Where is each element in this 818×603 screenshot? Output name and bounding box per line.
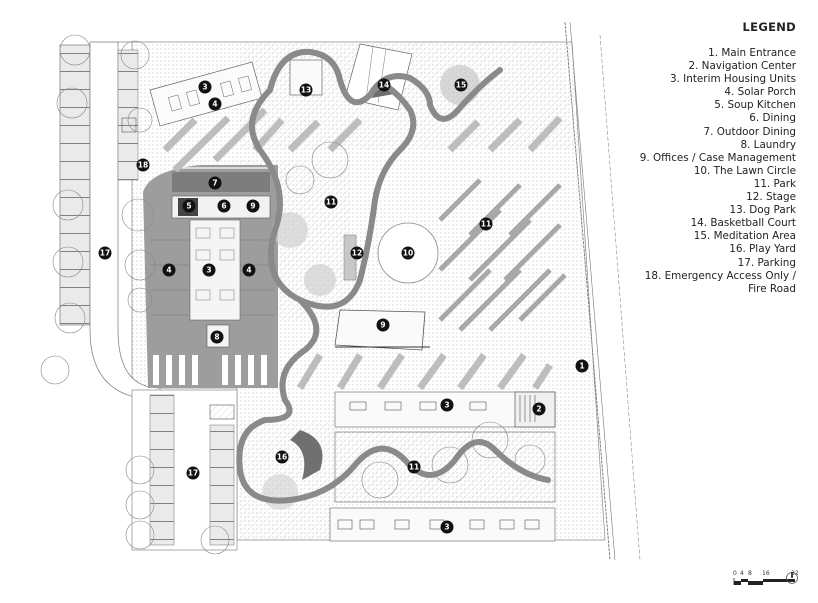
svg-text:4: 4 <box>166 266 171 275</box>
plan-marker-15: 15 <box>454 78 468 92</box>
svg-text:17: 17 <box>100 249 110 258</box>
parking-lot-south <box>131 389 238 551</box>
legend-item: 12. Stage <box>746 191 796 204</box>
svg-text:3: 3 <box>202 83 207 92</box>
svg-text:12: 12 <box>352 249 362 258</box>
legend-item: Fire Road <box>748 282 796 295</box>
legend-item: 13. Dog Park <box>729 204 796 217</box>
plan-marker-4: 4 <box>208 97 222 111</box>
plan-marker-13: 13 <box>299 83 313 97</box>
plan-marker-4: 4 <box>242 263 256 277</box>
svg-text:14: 14 <box>379 81 389 90</box>
svg-text:11: 11 <box>409 463 419 472</box>
plan-marker-9: 9 <box>246 199 260 213</box>
svg-text:16: 16 <box>277 453 287 462</box>
plan-marker-10: 10 <box>401 246 415 260</box>
plan-marker-9: 9 <box>376 318 390 332</box>
plan-marker-3: 3 <box>198 80 212 94</box>
svg-text:11: 11 <box>326 198 336 207</box>
fire-road-stripes <box>162 107 563 391</box>
plan-marker-11: 11 <box>479 217 493 231</box>
scale-tick-label: 8 <box>748 570 752 577</box>
legend-item: 9. Offices / Case Management <box>639 151 796 164</box>
plan-marker-7: 7 <box>208 176 222 190</box>
plan-marker-8: 8 <box>210 330 224 344</box>
svg-text:7: 7 <box>212 179 217 188</box>
trees <box>40 34 546 555</box>
svg-text:11: 11 <box>481 220 491 229</box>
plan-marker-2: 2 <box>532 402 546 416</box>
legend-item: 16. Play Yard <box>729 243 796 256</box>
legend-item: 18. Emergency Access Only / <box>644 269 796 282</box>
legend-item: 6. Dining <box>749 112 796 125</box>
legend-item: 3. Interim Housing Units <box>669 73 796 86</box>
svg-text:1: 1 <box>579 362 584 371</box>
plan-marker-16: 16 <box>275 450 289 464</box>
parking-lot-west <box>59 41 161 401</box>
svg-text:3: 3 <box>444 401 449 410</box>
central-plaza <box>143 165 278 388</box>
plan-marker-18: 18 <box>136 158 150 172</box>
svg-text:4: 4 <box>246 266 251 275</box>
plan-marker-5: 5 <box>182 199 196 213</box>
legend-item: 8. Laundry <box>740 138 796 151</box>
svg-text:9: 9 <box>250 202 255 211</box>
plan-marker-17: 17 <box>98 246 112 260</box>
plan-marker-11: 11 <box>324 195 338 209</box>
svg-text:3: 3 <box>206 266 211 275</box>
svg-text:6: 6 <box>221 202 226 211</box>
legend-item: 7. Outdoor Dining <box>703 125 796 138</box>
legend-item: 2. Navigation Center <box>688 60 796 73</box>
scale-bar-graphic <box>733 578 795 585</box>
svg-text:10: 10 <box>403 249 413 258</box>
svg-text:4: 4 <box>212 100 217 109</box>
scale-tick-label: 4 <box>740 570 744 577</box>
plan-marker-6: 6 <box>217 199 231 213</box>
legend-item: 10. The Lawn Circle <box>693 164 796 177</box>
legend-item: 15. Meditation Area <box>693 230 796 243</box>
svg-text:2: 2 <box>536 405 541 414</box>
legend: LEGEND 1. Main Entrance 2. Navigation Ce… <box>536 20 796 296</box>
svg-text:9: 9 <box>380 321 385 330</box>
svg-text:8: 8 <box>214 333 219 342</box>
legend-item: 1. Main Entrance <box>708 47 796 59</box>
plan-marker-11: 11 <box>407 460 421 474</box>
svg-text:13: 13 <box>301 86 311 95</box>
svg-text:18: 18 <box>138 161 148 170</box>
svg-text:15: 15 <box>456 81 466 90</box>
plan-marker-3: 3 <box>440 520 454 534</box>
plan-marker-3: 3 <box>440 398 454 412</box>
plan-marker-12: 12 <box>350 246 364 260</box>
legend-item: 17. Parking <box>737 256 796 269</box>
scale-tick-label: 16 <box>762 570 770 577</box>
north-arrow-icon <box>786 572 798 584</box>
plan-marker-1: 1 <box>575 359 589 373</box>
svg-text:3: 3 <box>444 523 449 532</box>
legend-title: LEGEND <box>742 20 796 34</box>
plan-marker-17: 17 <box>186 466 200 480</box>
legend-item: 14. Basketball Court <box>690 217 796 230</box>
scale-tick-label: 0 <box>733 570 737 577</box>
plan-marker-3: 3 <box>202 263 216 277</box>
legend-item: 4. Solar Porch <box>724 86 796 99</box>
svg-text:5: 5 <box>186 202 191 211</box>
plan-marker-4: 4 <box>162 263 176 277</box>
plan-marker-14: 14 <box>377 78 391 92</box>
legend-item: 11. Park <box>753 177 796 190</box>
legend-item: 5. Soup Kitchen <box>714 99 796 112</box>
svg-text:17: 17 <box>188 469 198 478</box>
